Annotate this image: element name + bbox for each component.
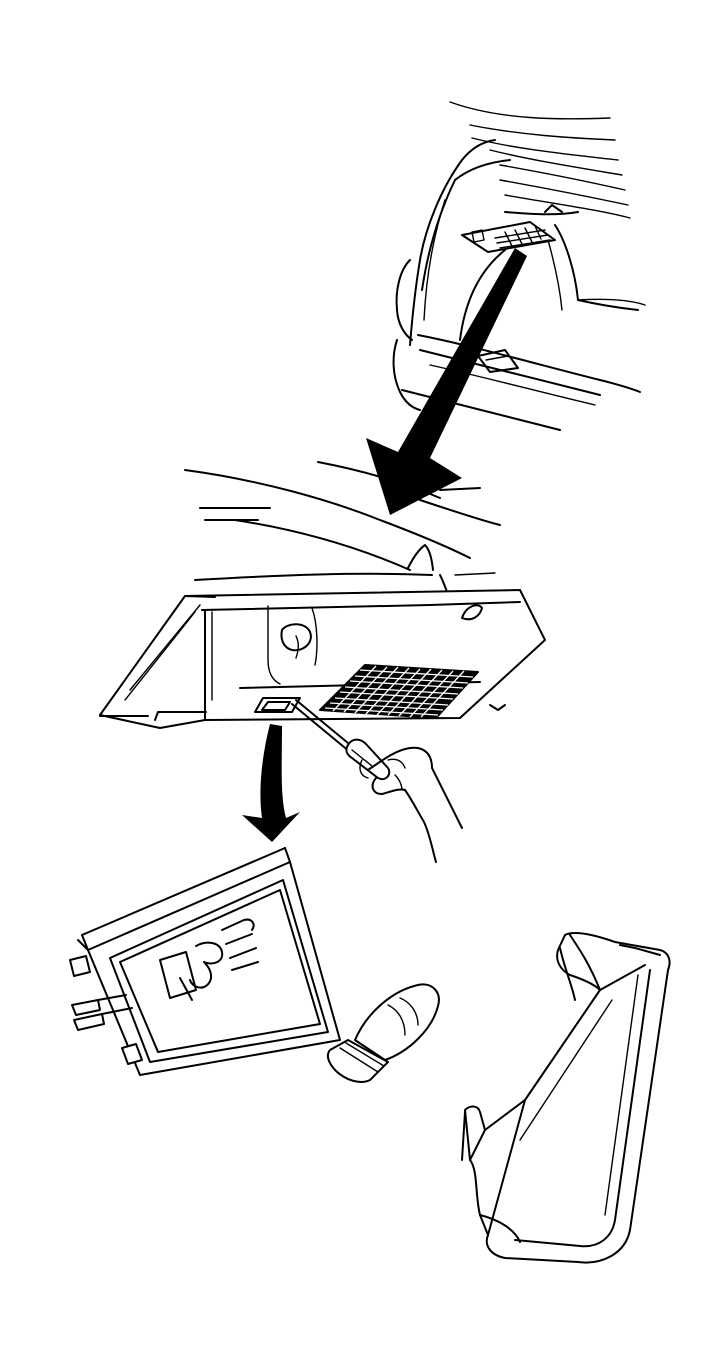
hand-icon xyxy=(359,746,463,863)
lamp-removal xyxy=(99,461,546,863)
arrow-down-icon xyxy=(366,248,527,515)
lamp-components xyxy=(69,847,671,1264)
bulb-icon xyxy=(326,983,440,1083)
lens-cover xyxy=(461,932,671,1264)
lamp-lens-grid xyxy=(319,664,479,719)
tailgate-open-icon xyxy=(449,101,631,219)
arrow-curved-icon xyxy=(242,724,300,842)
screwdriver-icon xyxy=(291,699,391,780)
bulb-holder xyxy=(69,847,341,1076)
